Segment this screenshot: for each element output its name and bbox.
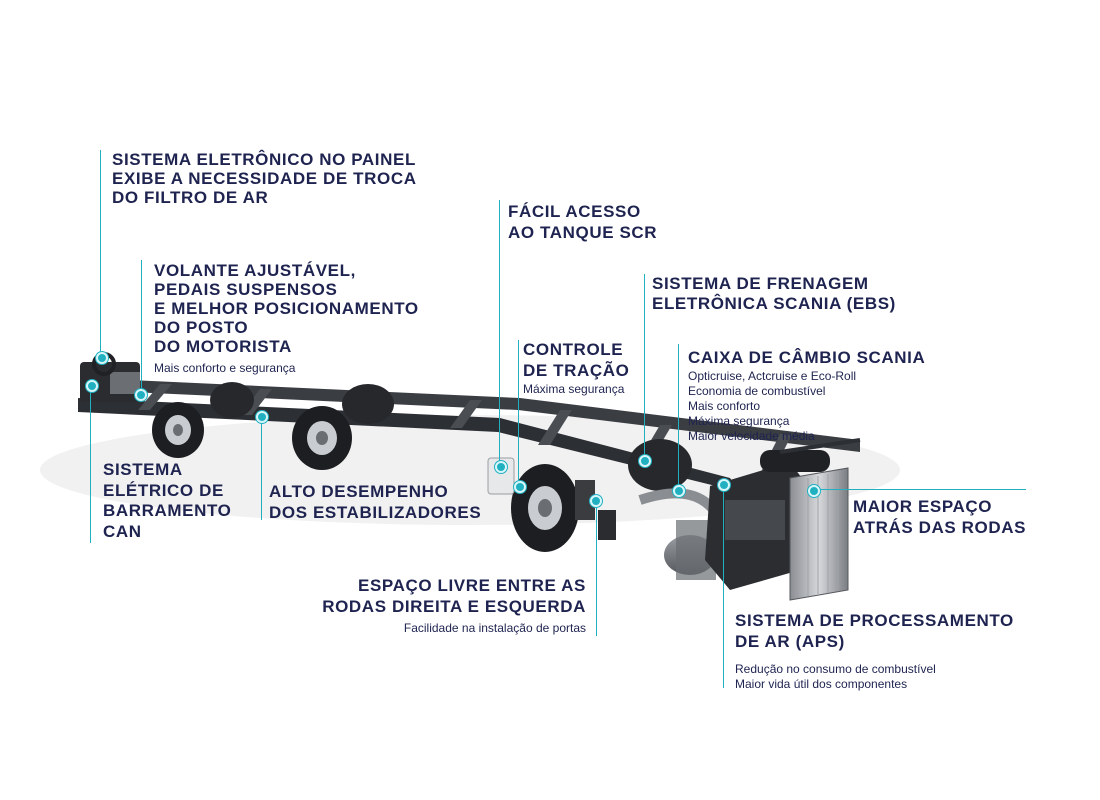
gearbox-benefit: Máxima segurança: [688, 414, 790, 428]
label-aps-title: SISTEMA DE PROCESSAMENTO DE AR (APS): [735, 611, 1014, 651]
callout-line-steering: [141, 260, 142, 394]
callout-line-air-filter: [100, 150, 101, 356]
callout-line-stabilizers: [261, 416, 262, 520]
callout-dot-scr: [495, 461, 507, 473]
callout-dot-steering: [135, 389, 147, 401]
air-intake: [760, 450, 830, 472]
callout-line-ebs: [644, 274, 645, 460]
label-can-title: SISTEMA ELÉTRICO DE BARRAMENTO CAN: [103, 460, 232, 541]
frame-rail-right: [130, 380, 860, 452]
callout-line-gearbox: [678, 344, 679, 490]
label-wheel-space-title: ESPAÇO LIVRE ENTRE AS RODAS DIREITA E ES…: [322, 576, 586, 616]
callout-line-traction: [518, 340, 519, 486]
callout-dot-aps: [718, 479, 730, 491]
label-stabilizers-title: ALTO DESEMPENHO DOS ESTABILIZADORES: [269, 482, 482, 522]
radiator: [789, 467, 849, 601]
label-steering: VOLANTE AJUSTÁVEL, PEDAIS SUSPENSOS E ME…: [154, 261, 419, 376]
label-traction-title: CONTROLE DE TRAÇÃO: [523, 340, 630, 380]
gearbox-benefits-list: Opticruise, Actcruise e Eco-Roll Economi…: [688, 369, 925, 444]
middle-wheels: [292, 384, 394, 470]
callout-dot-gearbox: [673, 485, 685, 497]
callout-line-aps: [723, 484, 724, 688]
callout-line-scr: [499, 200, 500, 466]
label-rear-space-title: MAIOR ESPAÇO ATRÁS DAS RODAS: [853, 497, 1027, 537]
gearbox-benefit: Opticruise, Actcruise e Eco-Roll: [688, 369, 857, 383]
aps-benefit: Redução no consumo de combustível: [735, 662, 936, 676]
label-wheel-space-subtitle: Facilidade na instalação de portas: [403, 621, 586, 635]
label-steering-subtitle: Mais conforto e segurança: [154, 361, 296, 375]
callout-dot-wheel-space: [590, 495, 602, 507]
label-gearbox: CAIXA DE CÂMBIO SCANIA Opticruise, Actcr…: [688, 348, 925, 444]
label-steering-title: VOLANTE AJUSTÁVEL, PEDAIS SUSPENSOS E ME…: [154, 261, 419, 356]
label-traction: CONTROLE DE TRAÇÃO Máxima segurança: [523, 340, 629, 397]
label-ebs-title: SISTEMA DE FRENAGEM ELETRÔNICA SCANIA (E…: [652, 274, 896, 313]
callout-dot-air-filter: [96, 352, 108, 364]
callout-line-rear-space: [812, 489, 1026, 490]
label-wheel-space: ESPAÇO LIVRE ENTRE AS RODAS DIREITA E ES…: [322, 576, 586, 636]
front-wheels: [152, 382, 254, 458]
label-rear-space: MAIOR ESPAÇO ATRÁS DAS RODAS: [853, 497, 1026, 538]
gearbox-benefit: Maior velocidade média: [688, 429, 815, 443]
callout-dot-rear-space: [808, 485, 820, 497]
label-air-filter: SISTEMA ELETRÔNICO NO PAINEL EXIBE A NEC…: [112, 150, 417, 207]
label-air-filter-title: SISTEMA ELETRÔNICO NO PAINEL EXIBE A NEC…: [112, 150, 417, 207]
label-stabilizers: ALTO DESEMPENHO DOS ESTABILIZADORES: [269, 482, 481, 523]
callout-dot-can: [86, 380, 98, 392]
gearbox-benefit: Mais conforto: [688, 399, 761, 413]
callout-line-wheel-space: [596, 500, 597, 636]
callout-dot-ebs: [639, 455, 651, 467]
gearbox-benefit: Economia de combustível: [688, 384, 826, 398]
label-scr-title: FÁCIL ACESSO AO TANQUE SCR: [508, 202, 658, 242]
label-scr: FÁCIL ACESSO AO TANQUE SCR: [508, 202, 657, 243]
label-traction-subtitle: Máxima segurança: [523, 382, 625, 396]
callout-dot-stabilizers: [256, 411, 268, 423]
label-ebs: SISTEMA DE FRENAGEM ELETRÔNICA SCANIA (E…: [652, 274, 896, 314]
label-aps: SISTEMA DE PROCESSAMENTO DE AR (APS) Red…: [735, 611, 1014, 692]
label-can: SISTEMA ELÉTRICO DE BARRAMENTO CAN: [103, 460, 231, 542]
callout-dot-traction: [514, 481, 526, 493]
scr-tank: [487, 457, 515, 495]
aps-benefit: Maior vida útil dos componentes: [735, 677, 908, 691]
label-gearbox-title: CAIXA DE CÂMBIO SCANIA: [688, 348, 926, 367]
callout-line-can: [90, 385, 91, 543]
aps-benefits-list: Redução no consumo de combustível Maior …: [735, 662, 1014, 692]
